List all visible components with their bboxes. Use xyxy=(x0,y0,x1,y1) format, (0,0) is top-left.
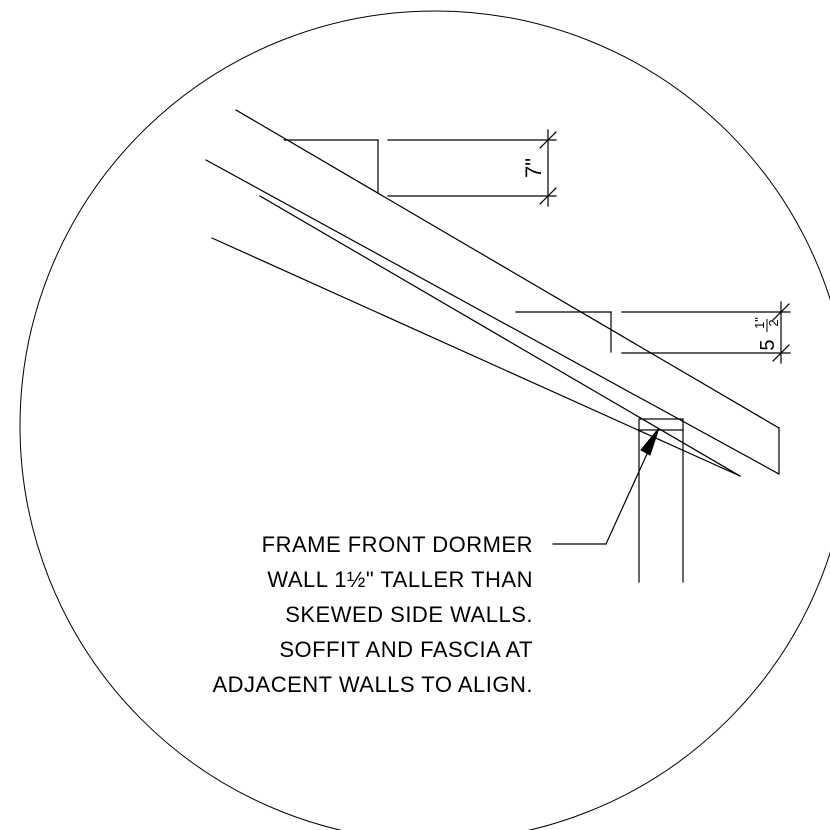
lower-dimension-whole: 5 xyxy=(757,339,779,350)
upper-dimension-label: 7" xyxy=(521,158,546,178)
lower-dimension-denominator: 2 xyxy=(766,319,781,326)
note-leader xyxy=(552,427,660,545)
note-line-2: WALL 1½" TALLER THAN xyxy=(267,567,533,592)
note-line-5: ADJACENT WALLS TO ALIGN. xyxy=(212,672,533,697)
lower-dimension-numerator: 1" xyxy=(752,317,767,329)
leader-arrowhead xyxy=(640,427,660,456)
dormer-wall xyxy=(638,418,684,583)
lower-dimension: 5 1" 2 xyxy=(515,301,791,364)
framing-note: FRAME FRONT DORMER WALL 1½" TALLER THAN … xyxy=(212,532,533,697)
upper-rafter xyxy=(205,109,780,475)
note-line-3: SKEWED SIDE WALLS. xyxy=(285,602,533,627)
note-line-4: SOFFIT AND FASCIA AT xyxy=(279,637,533,662)
note-line-1: FRAME FRONT DORMER xyxy=(262,532,533,557)
upper-dimension: 7" xyxy=(283,129,557,207)
detail-circle xyxy=(19,10,830,830)
lower-rafter xyxy=(211,195,741,477)
